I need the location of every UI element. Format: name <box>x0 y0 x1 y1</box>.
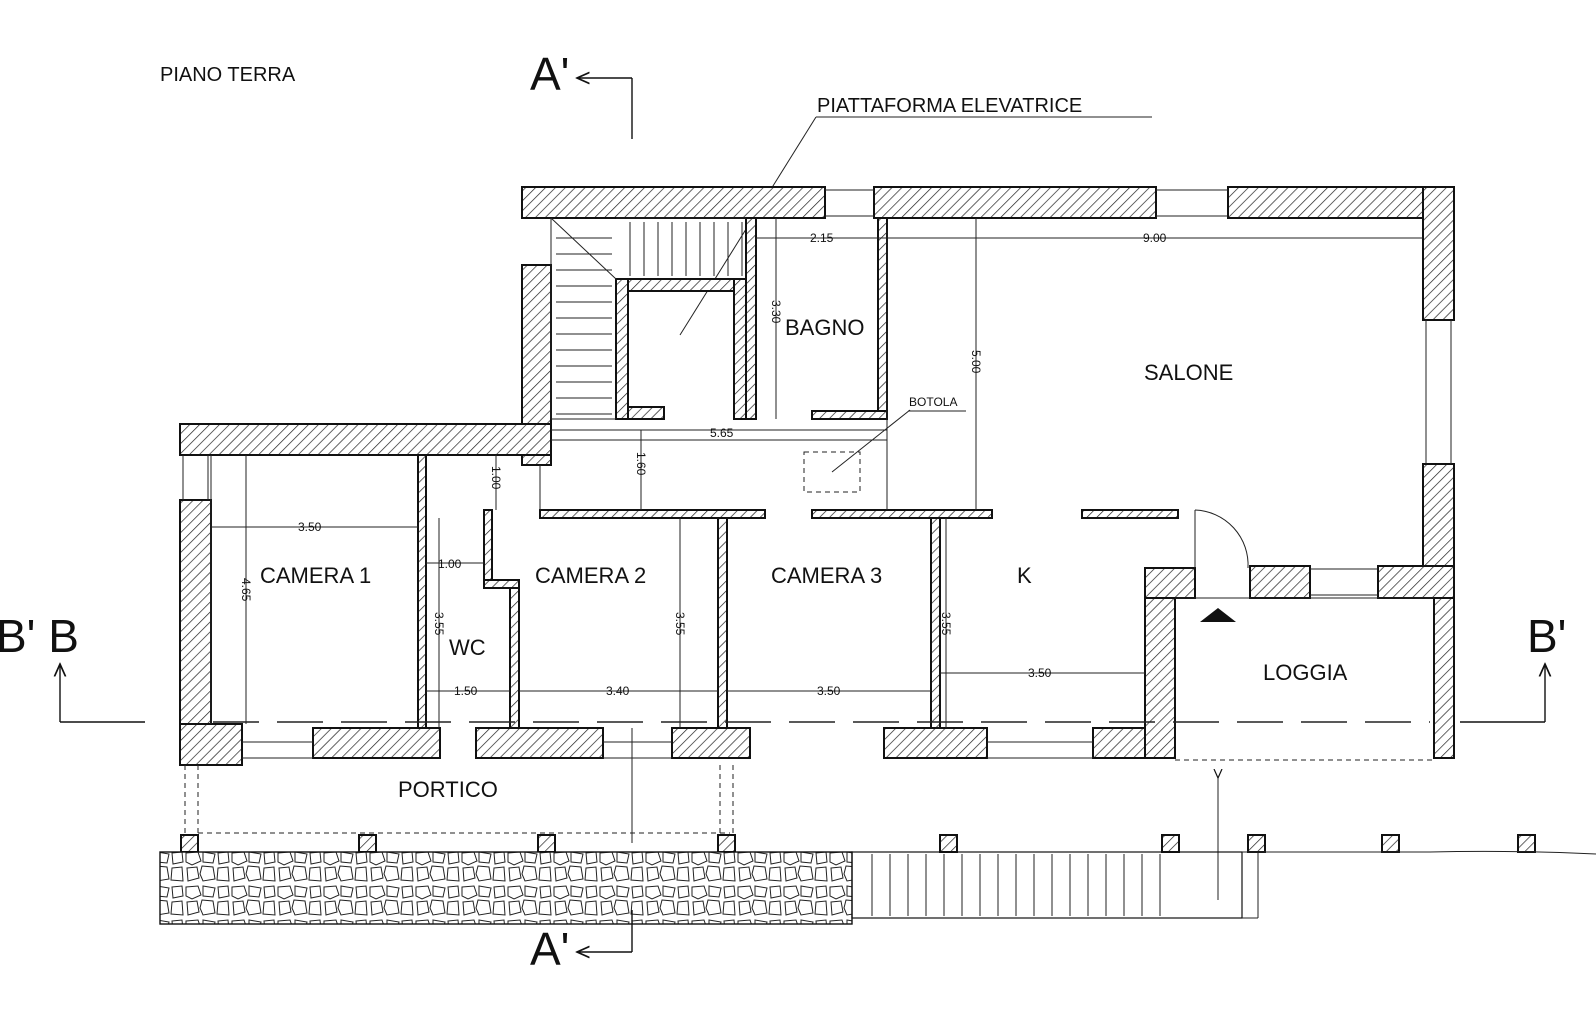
room-salone: SALONE <box>1144 360 1233 385</box>
dim-camera3-width: 3.50 <box>817 684 841 698</box>
hatch-annotation: BOTOLA <box>803 395 966 493</box>
room-camera-1: CAMERA 1 <box>260 563 371 588</box>
dim-camera1-depth: 4.65 <box>239 578 253 602</box>
dim-kitchen-depth: 3.55 <box>939 612 953 636</box>
room-kitchen: K <box>1017 563 1032 588</box>
room-camera-3: CAMERA 3 <box>771 563 882 588</box>
dim-wc-depth-short: 1.00 <box>489 466 503 490</box>
dim-bagno-depth: 3.30 <box>769 300 783 324</box>
section-cut-line: B' B B' <box>0 610 1566 723</box>
dim-camera2-depth: 3.55 <box>673 612 687 636</box>
dim-camera2-width: 3.40 <box>606 684 630 698</box>
room-portico: PORTICO <box>398 777 498 802</box>
stair-treads <box>556 222 743 415</box>
hatch-label: BOTOLA <box>909 395 957 409</box>
walls <box>179 186 1455 766</box>
dim-corridor-width: 1.60 <box>634 452 648 476</box>
dim-bagno-width: 2.15 <box>810 231 834 245</box>
section-a-top-label: A' <box>530 48 569 100</box>
dim-kitchen-width: 3.50 <box>1028 666 1052 680</box>
plan-title: PIANO TERRA <box>160 64 296 86</box>
section-b-left-label: B' B <box>0 610 79 662</box>
openings <box>182 189 1452 759</box>
section-b-right-label: B' <box>1527 610 1566 662</box>
dim-wc-depth: 3.55 <box>432 612 446 636</box>
dim-corridor-length: 5.65 <box>710 426 734 440</box>
outdoor-steps <box>871 854 1161 916</box>
dim-wc-width: 1.50 <box>454 684 478 698</box>
portico-area <box>159 728 1596 925</box>
room-loggia: LOGGIA <box>1263 660 1348 685</box>
platform-label: PIATTAFORMA ELEVATRICE <box>817 95 1082 117</box>
dimension-lines <box>211 218 1423 728</box>
section-marker-a-top: A' <box>530 48 633 139</box>
dim-salone-width: 9.00 <box>1143 231 1167 245</box>
room-camera-2: CAMERA 2 <box>535 563 646 588</box>
staircase <box>550 217 746 420</box>
dim-passage-width: 1.00 <box>438 557 462 571</box>
room-wc: WC <box>449 635 486 660</box>
section-marker-a-bottom: A' <box>530 910 633 975</box>
dim-salone-depth: 5.00 <box>969 350 983 374</box>
room-bagno: BAGNO <box>785 315 864 340</box>
dim-camera1-width: 3.50 <box>298 520 322 534</box>
entrance-marker <box>1200 608 1236 622</box>
section-a-bottom-label: A' <box>530 923 569 975</box>
